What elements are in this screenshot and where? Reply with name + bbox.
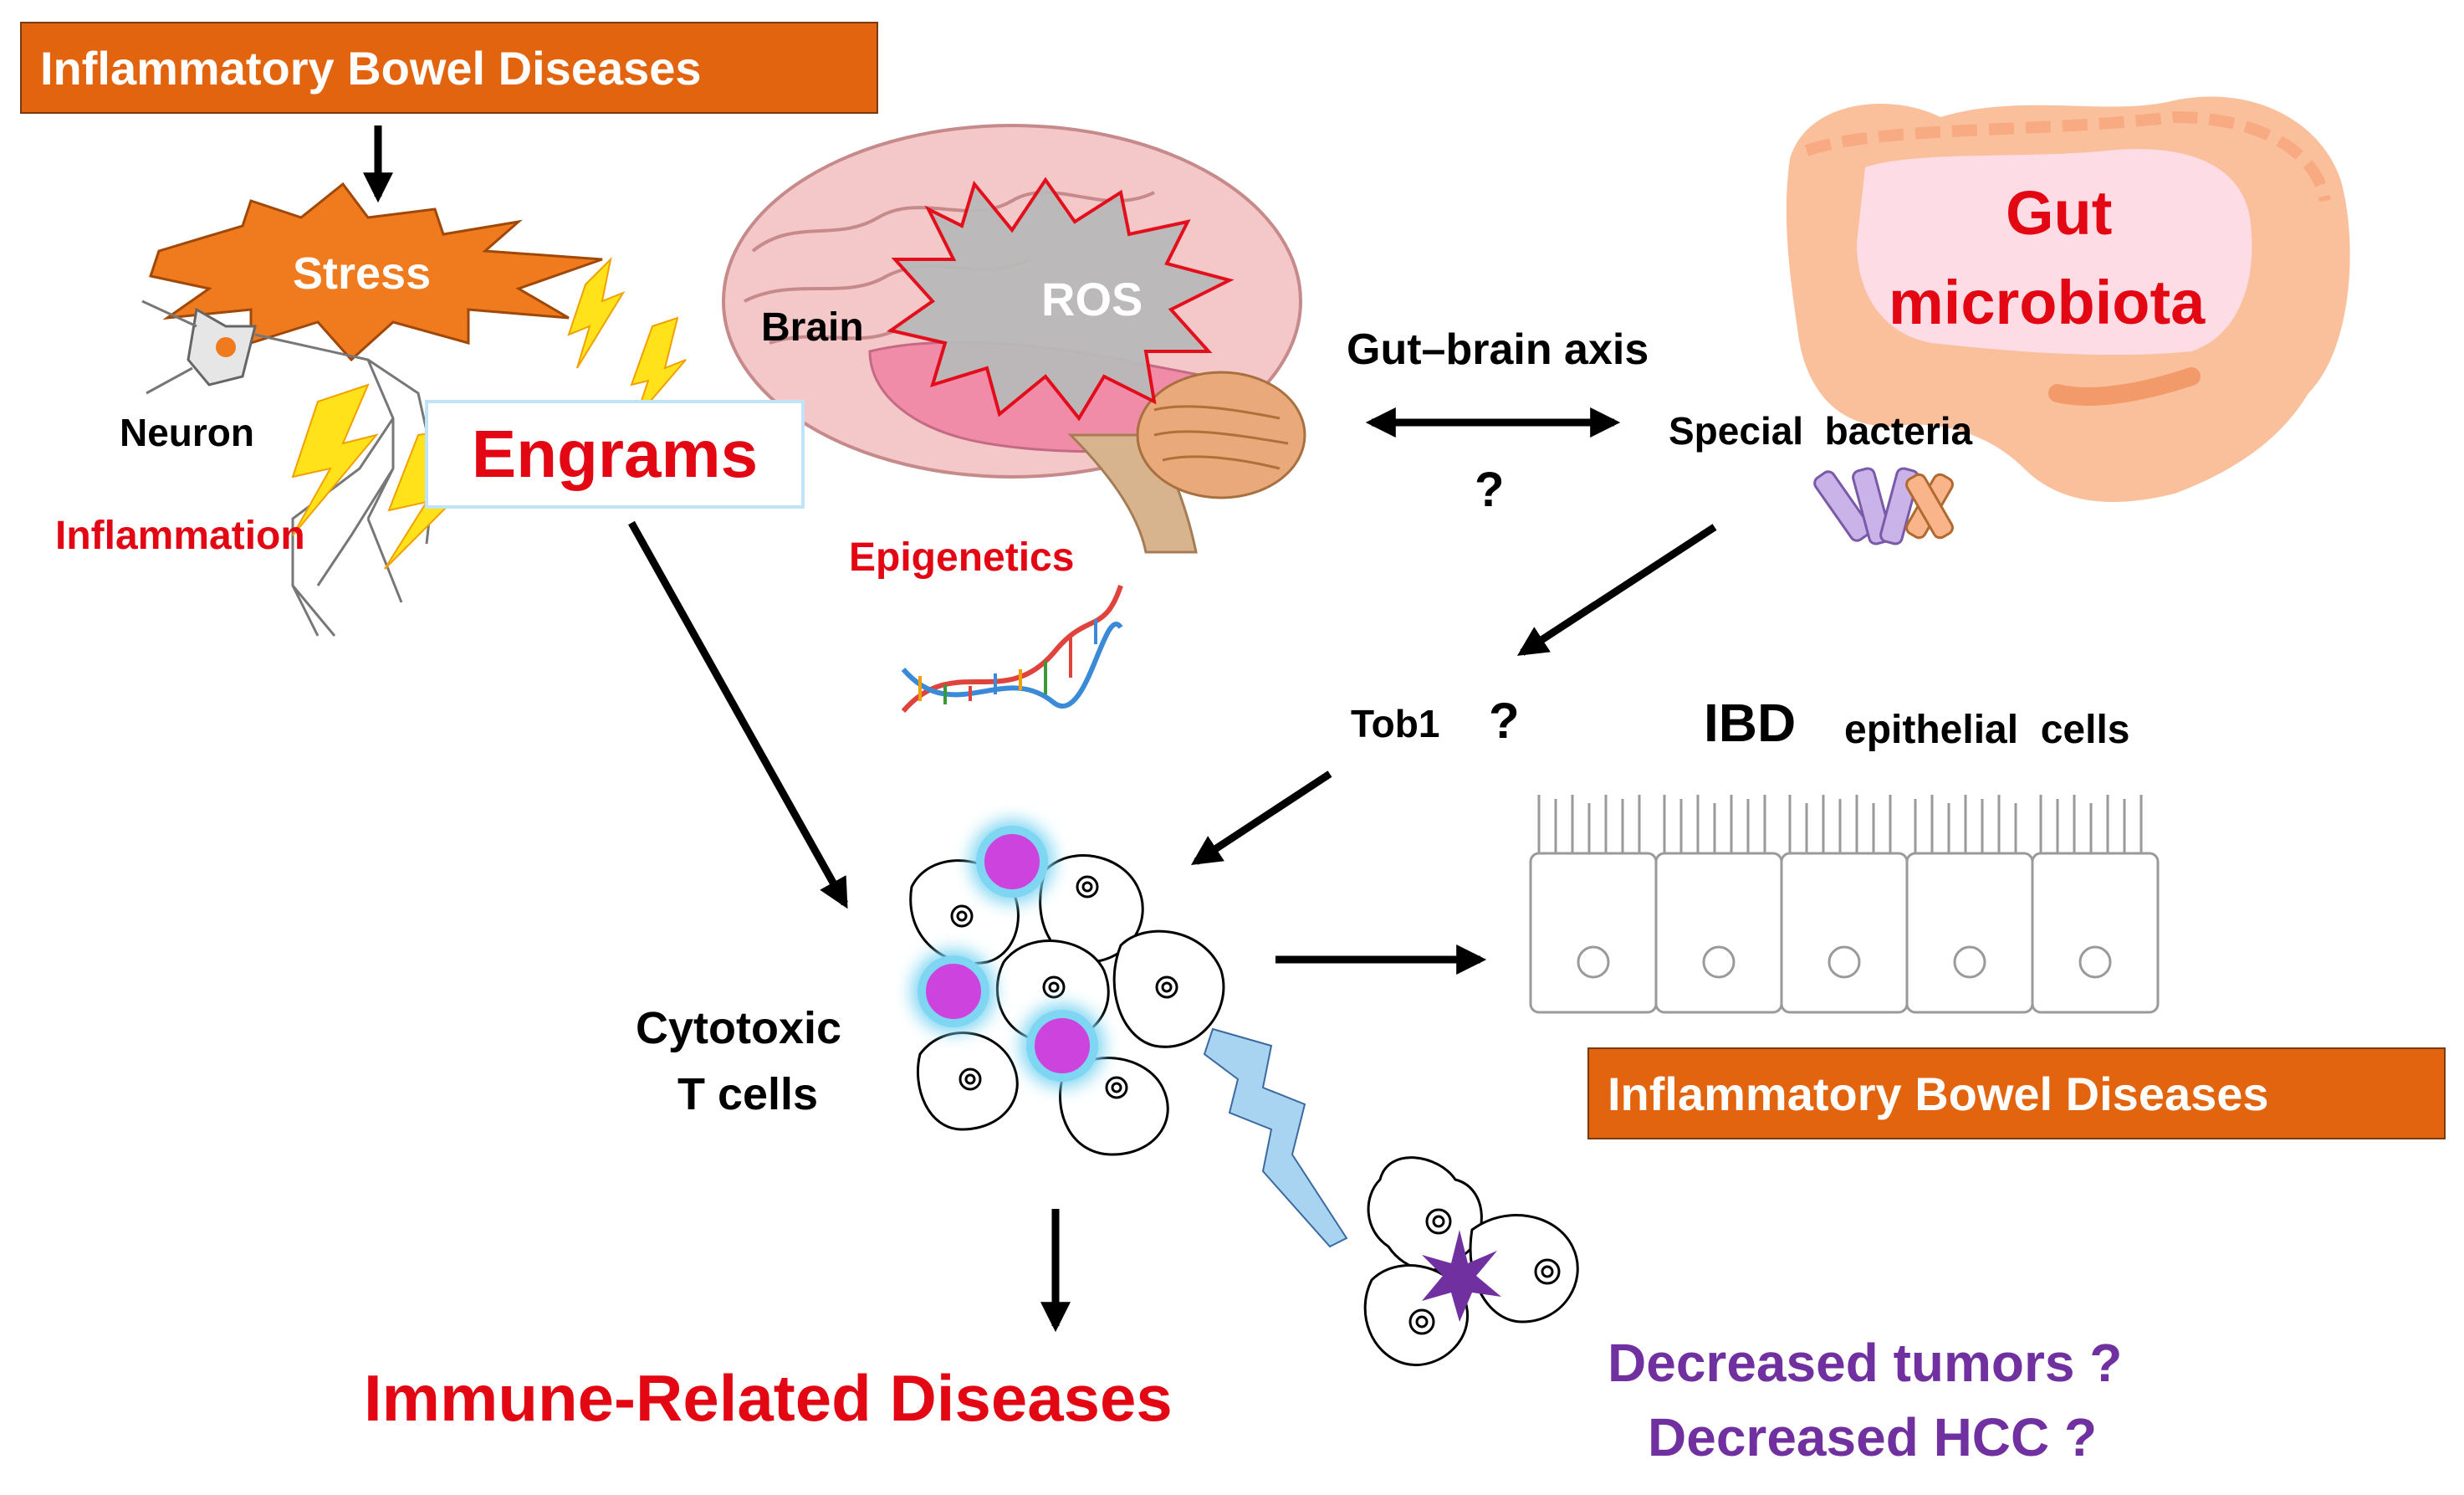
arrow-bacteria-to-tob1 <box>1516 524 1717 656</box>
dna-helix-icon <box>901 585 1123 713</box>
decreased-tumors-label: Decreased tumors ? <box>1608 1333 2123 1393</box>
activated-t-cells <box>912 820 1104 1088</box>
cytotoxic-label-2: T cells <box>677 1069 819 1119</box>
cytotoxic-label-1: Cytotoxic <box>636 1003 842 1053</box>
decreased-hcc-label: Decreased HCC ? <box>1648 1407 2098 1467</box>
gut-illustration <box>1786 96 2350 502</box>
brain-label: Brain <box>761 305 864 350</box>
special-bacteria-label: Special bacteria <box>1669 409 1973 453</box>
ros-burst <box>887 177 1235 422</box>
tumor-cells <box>1363 1156 1579 1366</box>
epigenetics-label: Epigenetics <box>849 535 1075 580</box>
neuron-illustration <box>141 300 437 637</box>
arrow-tob1-to-tcells <box>1190 771 1332 865</box>
stress-label: Stress <box>293 248 432 299</box>
arrow-engrams-to-tcells <box>628 520 848 909</box>
bottom-ibd-box: Inflammatory Bowel Diseases <box>1587 1047 2446 1139</box>
gut-microbiota-label-1: Gut <box>2006 178 2113 248</box>
inflammation-label: Inflammation <box>55 514 305 558</box>
engrams-box: Engrams <box>425 400 805 509</box>
epithelial-cells-label: epithelial cells <box>1844 708 2130 752</box>
ros-label: ROS <box>1041 273 1143 325</box>
ibd-label: IBD <box>1704 693 1797 753</box>
epithelial-cells <box>1529 795 2160 1014</box>
immune-related-diseases-label: Immune-Related Diseases <box>364 1361 1173 1435</box>
gut-microbiota-label-2: microbiota <box>1889 268 2206 337</box>
bacteria-icon <box>1813 467 1954 545</box>
neuron-label: Neuron <box>120 411 254 454</box>
tob1-question: ? <box>1489 693 1520 749</box>
gut-brain-axis-question: ? <box>1475 463 1505 517</box>
tob1-label: Tob1 <box>1351 702 1440 745</box>
top-ibd-box: Inflammatory Bowel Diseases <box>20 22 878 114</box>
gut-brain-axis-label: Gut–brain axis <box>1347 325 1649 374</box>
lightning-bolt-blue <box>1203 1027 1348 1248</box>
arrows <box>363 125 1717 1333</box>
stress-burst <box>149 182 603 362</box>
